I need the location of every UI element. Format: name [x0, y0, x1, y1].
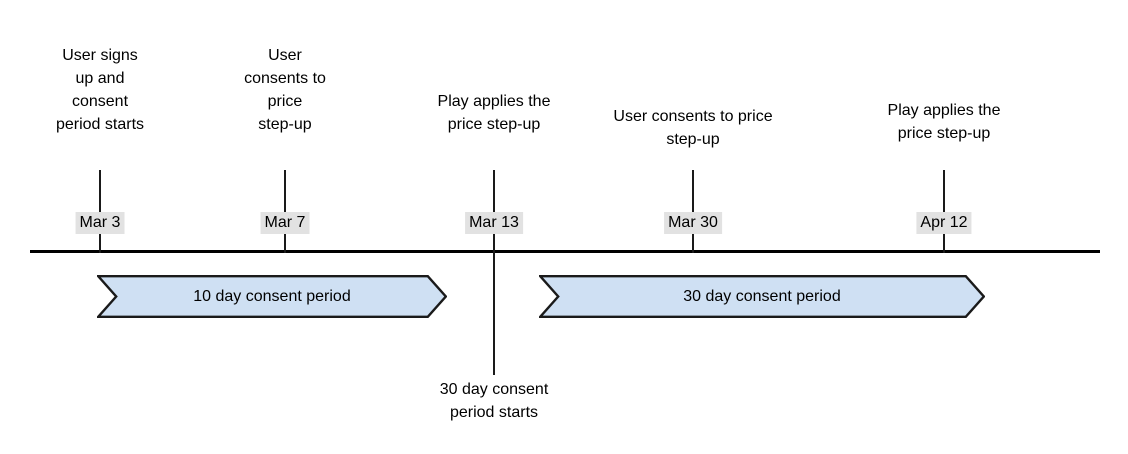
period-label-period-10-day: 10 day consent period	[193, 287, 351, 305]
connector-line-mar-13-below	[493, 250, 495, 375]
date-label-mar-7: Mar 7	[260, 212, 310, 234]
event-caption-mar-7: User consents to price step-up	[244, 47, 326, 133]
consent-period-banner-period-30-day: 30 day consent period	[539, 275, 985, 318]
date-label-mar-13: Mar 13	[465, 212, 523, 234]
tick-mark-apr-12	[943, 170, 945, 253]
chevron-arrow-icon	[539, 275, 985, 318]
event-caption-mar-3: User signs up and consent period starts	[55, 47, 145, 133]
chevron-arrow-icon	[97, 275, 447, 318]
tick-mark-mar-30	[692, 170, 694, 253]
period-label-period-30-day: 30 day consent period	[683, 287, 841, 305]
annotation-mar-13-below: 30 day consent period starts	[439, 381, 549, 421]
tick-mark-mar-13	[493, 170, 495, 253]
date-label-apr-12: Apr 12	[916, 212, 972, 234]
event-caption-mar-30: User consents to price step-up	[613, 108, 773, 148]
event-caption-apr-12: Play applies the price step-up	[887, 102, 1001, 142]
date-label-mar-3: Mar 3	[75, 212, 125, 234]
tick-mark-mar-3	[99, 170, 101, 253]
date-label-mar-30: Mar 30	[664, 212, 722, 234]
timeline-axis	[30, 250, 1100, 253]
consent-period-banner-period-10-day: 10 day consent period	[97, 275, 447, 318]
tick-mark-mar-7	[284, 170, 286, 253]
event-caption-mar-13: Play applies the price step-up	[437, 93, 551, 133]
